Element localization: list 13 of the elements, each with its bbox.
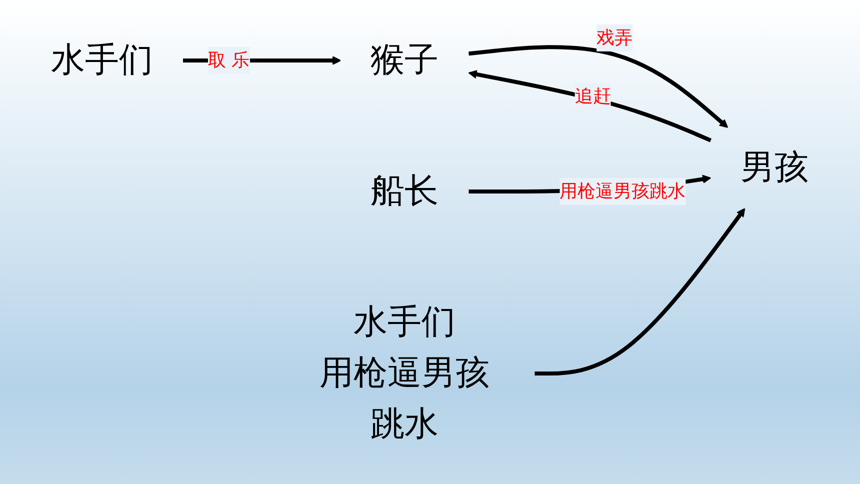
arrow — [468, 44, 728, 128]
arrow — [534, 208, 746, 375]
edge-label: 用枪逼男孩跳水 — [560, 180, 686, 202]
node-text: 猴子 — [370, 40, 439, 80]
node-label: 用枪逼男孩跳水 — [320, 352, 490, 444]
arrow — [468, 70, 712, 142]
edge-label: 取 乐 — [208, 50, 250, 70]
node-text: 水手们 — [51, 40, 154, 80]
node-text: 船长 — [370, 170, 439, 210]
node-text: 水手们 — [354, 302, 456, 342]
edge-label: 追赶 — [574, 86, 611, 107]
edge-label: 戏弄 — [596, 26, 633, 48]
node-text: 男孩 — [740, 147, 809, 187]
